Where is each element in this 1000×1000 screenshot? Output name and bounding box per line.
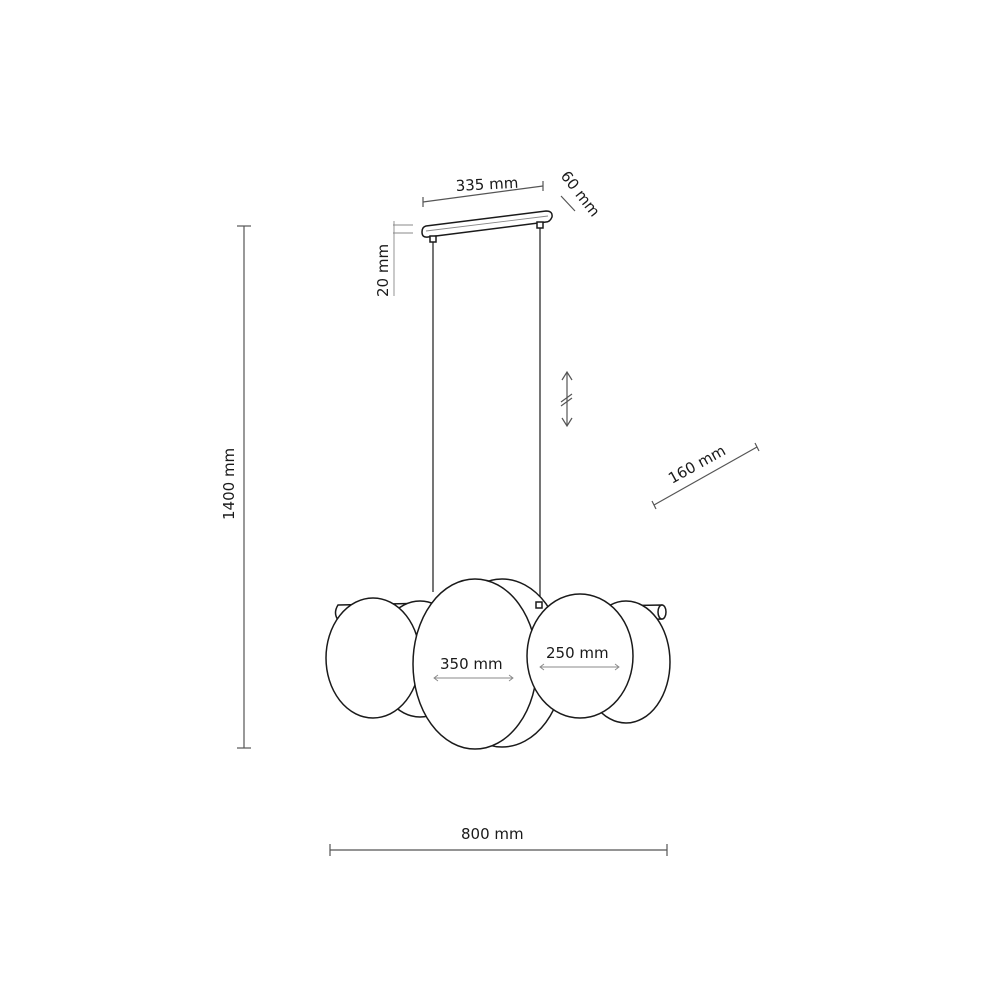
large-disc-dimension: 350 mm: [433, 655, 514, 682]
large-disc-label: 350 mm: [440, 655, 503, 673]
canopy-length-label: 335 mm: [455, 174, 518, 195]
disc-front-left: [325, 597, 421, 719]
total-height-dimension: 1400 mm: [220, 225, 251, 749]
small-disc-dimension: 250 mm: [539, 644, 620, 671]
disc-front-small: [526, 593, 634, 719]
total-width-label: 800 mm: [461, 825, 524, 843]
cord-grip-left: [429, 235, 437, 243]
double-arrow-break-icon: [560, 370, 573, 428]
cord-connector: [535, 601, 543, 609]
canopy-height-dimension: 20 mm: [374, 221, 413, 297]
canopy-height-label: 20 mm: [374, 244, 392, 297]
canopy-length-dimension: 335 mm: [422, 174, 544, 207]
ceiling-canopy: [421, 210, 553, 243]
canopy-width-label: 60 mm: [557, 167, 604, 220]
lamp-body: 350 mm 250 mm: [325, 578, 671, 750]
total-width-dimension: 800 mm: [329, 825, 668, 856]
small-disc-label: 250 mm: [546, 644, 609, 662]
canopy-width-dimension: 60 mm: [557, 167, 604, 220]
bar-depth-dimension: 160 mm: [651, 441, 760, 510]
cord-grip-right: [536, 221, 544, 229]
total-height-label: 1400 mm: [220, 448, 238, 520]
